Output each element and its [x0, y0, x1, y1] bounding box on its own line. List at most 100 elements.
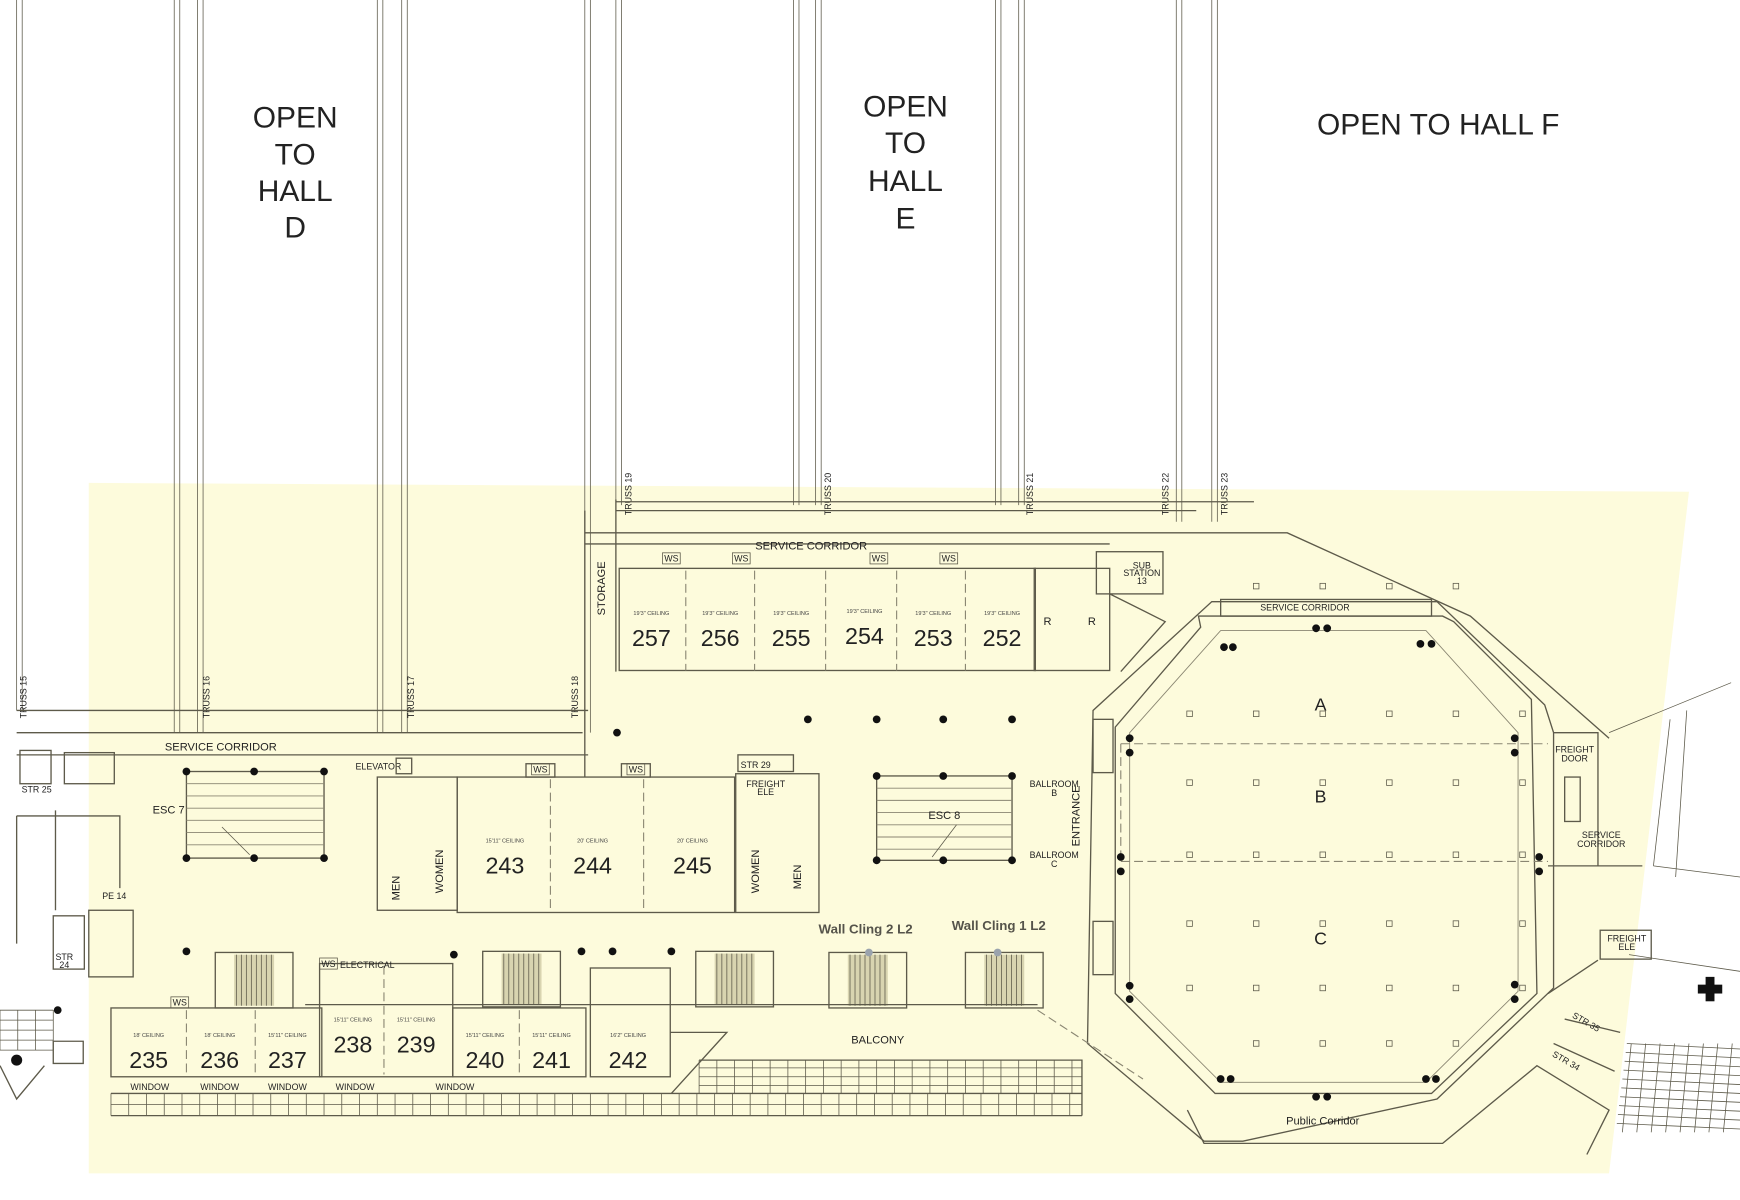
- room-ceiling-height: 15'11" CEILING: [532, 1033, 571, 1039]
- ws-label: WS: [872, 554, 886, 564]
- room-ceiling-height: 16'2" CEILING: [610, 1033, 646, 1039]
- truss-label: TRUSS 15: [19, 676, 29, 718]
- room-ceiling-height: 19'3" CEILING: [773, 611, 809, 617]
- women-label-left: WOMEN: [434, 850, 446, 894]
- stairwell: [482, 950, 562, 1008]
- stairwell: [695, 950, 775, 1008]
- entrance-label: ENTRANCE: [1071, 785, 1083, 846]
- svg-text:OPEN: OPEN: [253, 102, 338, 135]
- room-239[interactable]: 239 15'11" CEILING: [397, 1017, 436, 1057]
- truss-label: TRUSS 16: [202, 676, 212, 718]
- room-244[interactable]: 244 20' CEILING: [573, 839, 612, 879]
- room-256[interactable]: 256 19'3" CEILING: [701, 611, 740, 651]
- hall-e-label: OPEN TO HALL E: [863, 91, 948, 236]
- svg-text:TO: TO: [275, 138, 316, 171]
- room-ceiling-height: 19'3" CEILING: [915, 611, 951, 617]
- truss-label: TRUSS 20: [823, 473, 833, 515]
- ws-label: WS: [734, 554, 748, 564]
- room-number: 252: [983, 625, 1022, 651]
- substation-label-2: STATION: [1123, 568, 1160, 578]
- window-label: WINDOW: [436, 1082, 476, 1092]
- truss-label: TRUSS 18: [570, 676, 580, 718]
- hall-boundary-lines: [16, 0, 1218, 733]
- window-label: WINDOW: [130, 1082, 170, 1092]
- freight-door-label-2: DOOR: [1561, 754, 1588, 764]
- stairwell-grid: [1616, 1043, 1740, 1133]
- service-corridor-right-label: SERVICE: [1582, 830, 1621, 840]
- substation-label-3: 13: [1137, 576, 1147, 586]
- freight-door-label: FREIGHT: [1555, 745, 1594, 755]
- room-ceiling-height: 15'11" CEILING: [486, 839, 525, 845]
- room-ceiling-height: 15'11" CEILING: [334, 1017, 373, 1023]
- freight-ele-right-label-2: ELE: [1618, 942, 1635, 952]
- escalator-esc8: [875, 775, 1013, 861]
- ballroom-section-c[interactable]: C: [1314, 929, 1327, 949]
- room-ceiling-height: 19'3" CEILING: [633, 611, 669, 617]
- ballroom-section-b[interactable]: B: [1315, 787, 1327, 807]
- svg-text:HALL: HALL: [868, 165, 943, 198]
- ws-label: WS: [629, 765, 643, 775]
- wall-cling-2-marker: [865, 948, 873, 957]
- elevator-label: ELEVATOR: [356, 761, 402, 771]
- wall-cling-1-label[interactable]: Wall Cling 1 L2: [952, 918, 1046, 933]
- room-number: 243: [485, 853, 524, 879]
- room-257[interactable]: 257 19'3" CEILING: [632, 611, 671, 651]
- room-ceiling-height: 15'11" CEILING: [397, 1017, 436, 1023]
- service-corridor-right-label-2: CORRIDOR: [1577, 839, 1625, 849]
- room-252[interactable]: 252 19'3" CEILING: [983, 611, 1022, 651]
- ws-label: WS: [321, 959, 335, 969]
- room-ceiling-height: 18' CEILING: [133, 1033, 164, 1039]
- room-242[interactable]: 242 16'2" CEILING: [609, 1033, 648, 1073]
- room-ceiling-height: 19'3" CEILING: [702, 611, 738, 617]
- restroom-r-label-2: R: [1088, 616, 1096, 628]
- electrical-label: ELECTRICAL: [340, 960, 395, 970]
- stairwell: [214, 951, 294, 1009]
- ballroom-section-a[interactable]: A: [1315, 694, 1327, 714]
- room-number: 242: [609, 1047, 648, 1073]
- esc7-label: ESC 7: [153, 805, 185, 817]
- room-number: 240: [466, 1047, 505, 1073]
- room-number: 238: [333, 1031, 372, 1057]
- balcony-stairs: [214, 950, 1044, 1009]
- room-243[interactable]: 243 15'11" CEILING: [485, 839, 524, 879]
- truss-label: TRUSS 17: [406, 676, 416, 718]
- room-ceiling-height: 18' CEILING: [204, 1033, 235, 1039]
- room-number: 256: [701, 625, 740, 651]
- left-stairs-grid: [0, 1009, 54, 1051]
- balcony-label: BALCONY: [851, 1034, 905, 1046]
- service-corridor-ballroom-label: SERVICE CORRIDOR: [1260, 603, 1349, 613]
- room-number: 239: [397, 1031, 436, 1057]
- stairwell: [964, 951, 1044, 1009]
- ws-label: WS: [942, 554, 956, 564]
- window-label: WINDOW: [336, 1082, 376, 1092]
- window-label: WINDOW: [268, 1082, 308, 1092]
- room-ceiling-height: 20' CEILING: [577, 839, 608, 845]
- walls: [0, 499, 1740, 1155]
- str29-label: STR 29: [741, 760, 771, 770]
- room-238[interactable]: 238 15'11" CEILING: [333, 1017, 372, 1057]
- wall-cling-2-label[interactable]: Wall Cling 2 L2: [819, 922, 913, 937]
- room-ceiling-height: 19'3" CEILING: [984, 611, 1020, 617]
- truss-label: TRUSS 21: [1025, 473, 1035, 515]
- women-label-right: WOMEN: [750, 850, 762, 894]
- truss-label: TRUSS 19: [623, 473, 633, 515]
- room-number: 244: [573, 853, 612, 879]
- ballroom-b-label: BALLROOM: [1030, 779, 1079, 789]
- ballroom-c-label: BALLROOM: [1030, 850, 1079, 860]
- freight-ele-label: FREIGHT: [746, 779, 785, 789]
- hall-d-label: OPEN TO HALL D: [253, 102, 338, 245]
- freight-ele-right-label: FREIGHT: [1607, 933, 1646, 943]
- str24-label-2: 24: [59, 960, 69, 970]
- svg-text:E: E: [896, 203, 916, 236]
- room-number: 257: [632, 625, 671, 651]
